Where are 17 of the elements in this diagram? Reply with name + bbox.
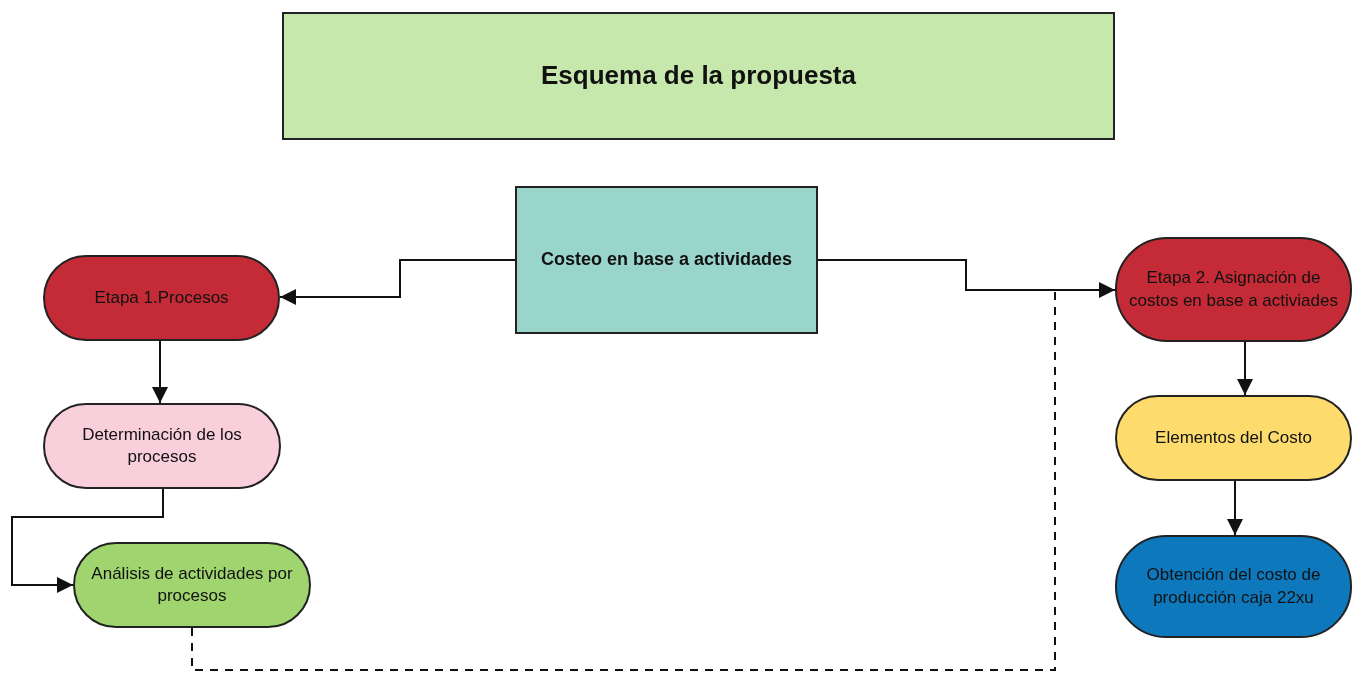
node-label: Determinación de los procesos <box>81 423 243 468</box>
node-label: Costeo en base a actividades <box>540 248 793 272</box>
node-label: Obtención del costo de producción caja 22xu <box>1145 564 1322 609</box>
arrow <box>817 259 1116 298</box>
node-label: Análisis de actividades por procesos <box>90 562 294 607</box>
dashed-connector <box>191 291 1056 671</box>
process-box <box>515 186 818 334</box>
node-label: Etapa 1.Procesos <box>94 286 229 309</box>
arrow <box>11 488 164 593</box>
arrow <box>1237 341 1253 396</box>
node-label: Etapa 2. Asignación de costos en base a activiades <box>1128 267 1339 312</box>
arrow <box>152 340 168 404</box>
node-label: Elementos del Costo <box>1155 426 1312 449</box>
node-label: Esquema de la propuesta <box>541 59 856 93</box>
arrow <box>279 259 516 305</box>
arrow <box>1227 480 1243 536</box>
title-box <box>282 12 1115 140</box>
